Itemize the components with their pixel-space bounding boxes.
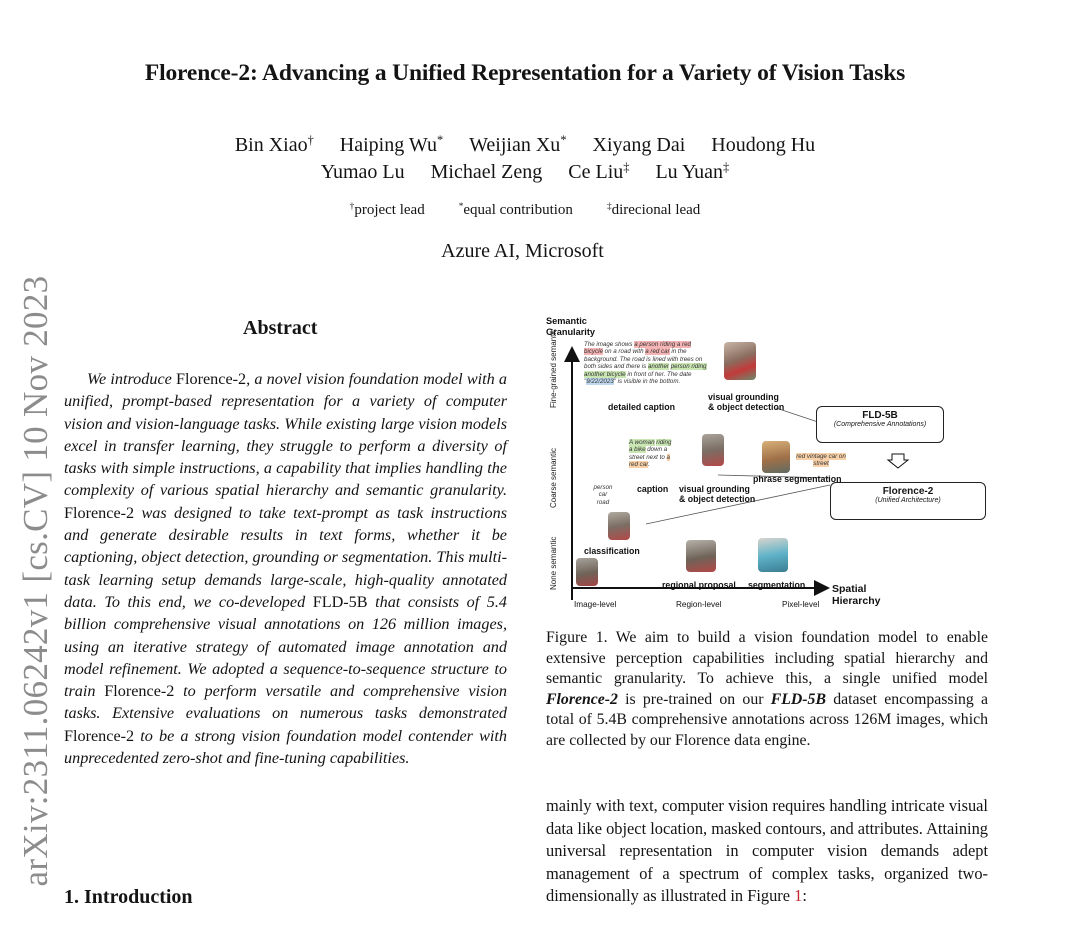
paper-title: Florence-2: Advancing a Unified Represen…: [144, 60, 906, 86]
image-thumbnail: [686, 540, 716, 572]
figure-label: Figure 1.: [546, 629, 616, 646]
fld5b-subtitle: (Comprehensive Annotations): [833, 421, 927, 428]
connector-line: [645, 484, 831, 525]
body-paragraph: mainly with text, computer vision requir…: [546, 796, 988, 906]
x-level-region: Region-level: [676, 600, 722, 609]
image-thumbnail: [758, 538, 788, 572]
x-level-pixel: Pixel-level: [782, 600, 820, 609]
connector-line: [775, 407, 819, 423]
florence2-box: Florence-2 (Unified Architecture): [830, 482, 986, 520]
task-classification: classification: [584, 546, 640, 556]
author-name: Bin Xiao†: [234, 133, 314, 156]
authors-line-2: Yumao Lu Michael Zeng Ce Liu‡ Lu Yuan‡: [0, 161, 1050, 184]
figure-reference-link[interactable]: 1: [794, 886, 803, 906]
image-thumbnail: [702, 434, 724, 466]
figure-axes: [564, 346, 910, 600]
y-level-coarse: Coarse semantic: [549, 447, 558, 508]
author-name: Yumao Lu: [320, 161, 405, 183]
author-name: Ce Liu‡: [568, 160, 630, 183]
x-level-image: Image-level: [574, 600, 617, 609]
authors-line-1: Bin Xiao† Haiping Wu* Weijian Xu* Xiyang Da…: [0, 134, 1050, 157]
image-thumbnail: [608, 512, 630, 540]
author-name: Houdong Hu: [711, 134, 816, 156]
y-level-none: None semantic: [549, 536, 558, 590]
phrase-seg-text: red vintage car on street: [796, 453, 846, 468]
fld5b-title: FLD-5B: [862, 410, 898, 421]
author-name: Lu Yuan‡: [655, 160, 730, 183]
role-note: †project lead: [349, 201, 425, 218]
fld5b-box: FLD-5B (Comprehensive Annotations): [816, 406, 944, 443]
author-name: Michael Zeng: [430, 161, 543, 183]
author-name: Weijian Xu*: [469, 133, 567, 156]
task-visual-grounding-top: visual grounding& object detection: [708, 392, 785, 412]
florence2-title: Florence-2: [882, 486, 934, 497]
florence2-subtitle: (Unified Architecture): [875, 497, 941, 504]
arxiv-identifier: arXiv:2311.06242v1 [cs.CV] 10 Nov 2023: [16, 248, 56, 913]
image-thumbnail: [576, 558, 598, 586]
arxiv-id-text: arXiv:2311.06242v1 [cs.CV] 10 Nov 2023: [16, 275, 55, 886]
task-visual-grounding-mid: visual grounding& object detection: [679, 484, 756, 504]
task-detailed-caption: detailed caption: [608, 402, 675, 412]
author-name: Haiping Wu*: [339, 133, 444, 156]
task-segmentation: segmentation: [748, 580, 806, 590]
task-caption: caption: [637, 484, 669, 494]
task-regional-proposal: regional proposal: [662, 580, 736, 590]
role-note: ‡direcional lead: [606, 201, 701, 218]
abstract-body: We introduce Florence-2, a novel vision …: [64, 370, 507, 768]
caption-example-text: A woman riding a bike down a street next…: [629, 439, 672, 469]
introduction-heading: 1. Introduction: [64, 886, 193, 908]
image-thumbnail: [762, 441, 790, 473]
role-note: *equal contribution: [458, 201, 573, 218]
connector-line: [717, 474, 831, 479]
affiliation: Azure AI, Microsoft: [441, 240, 604, 262]
author-name: Xiyang Dai: [592, 134, 686, 156]
author-roles: †project lead *equal contribution ‡direcio…: [0, 202, 1050, 219]
figure-caption: Figure 1. We aim to build a vision found…: [546, 629, 988, 749]
abstract-heading: Abstract: [243, 317, 318, 339]
task-phrase-segmentation: phrase segmentation: [753, 474, 842, 484]
down-arrow-icon: [886, 453, 910, 469]
image-thumbnail: [724, 342, 756, 380]
detailed-caption-text: The image shows a person riding a red bi…: [584, 341, 707, 386]
y-level-fine: Fine-grained semantic: [549, 328, 558, 408]
